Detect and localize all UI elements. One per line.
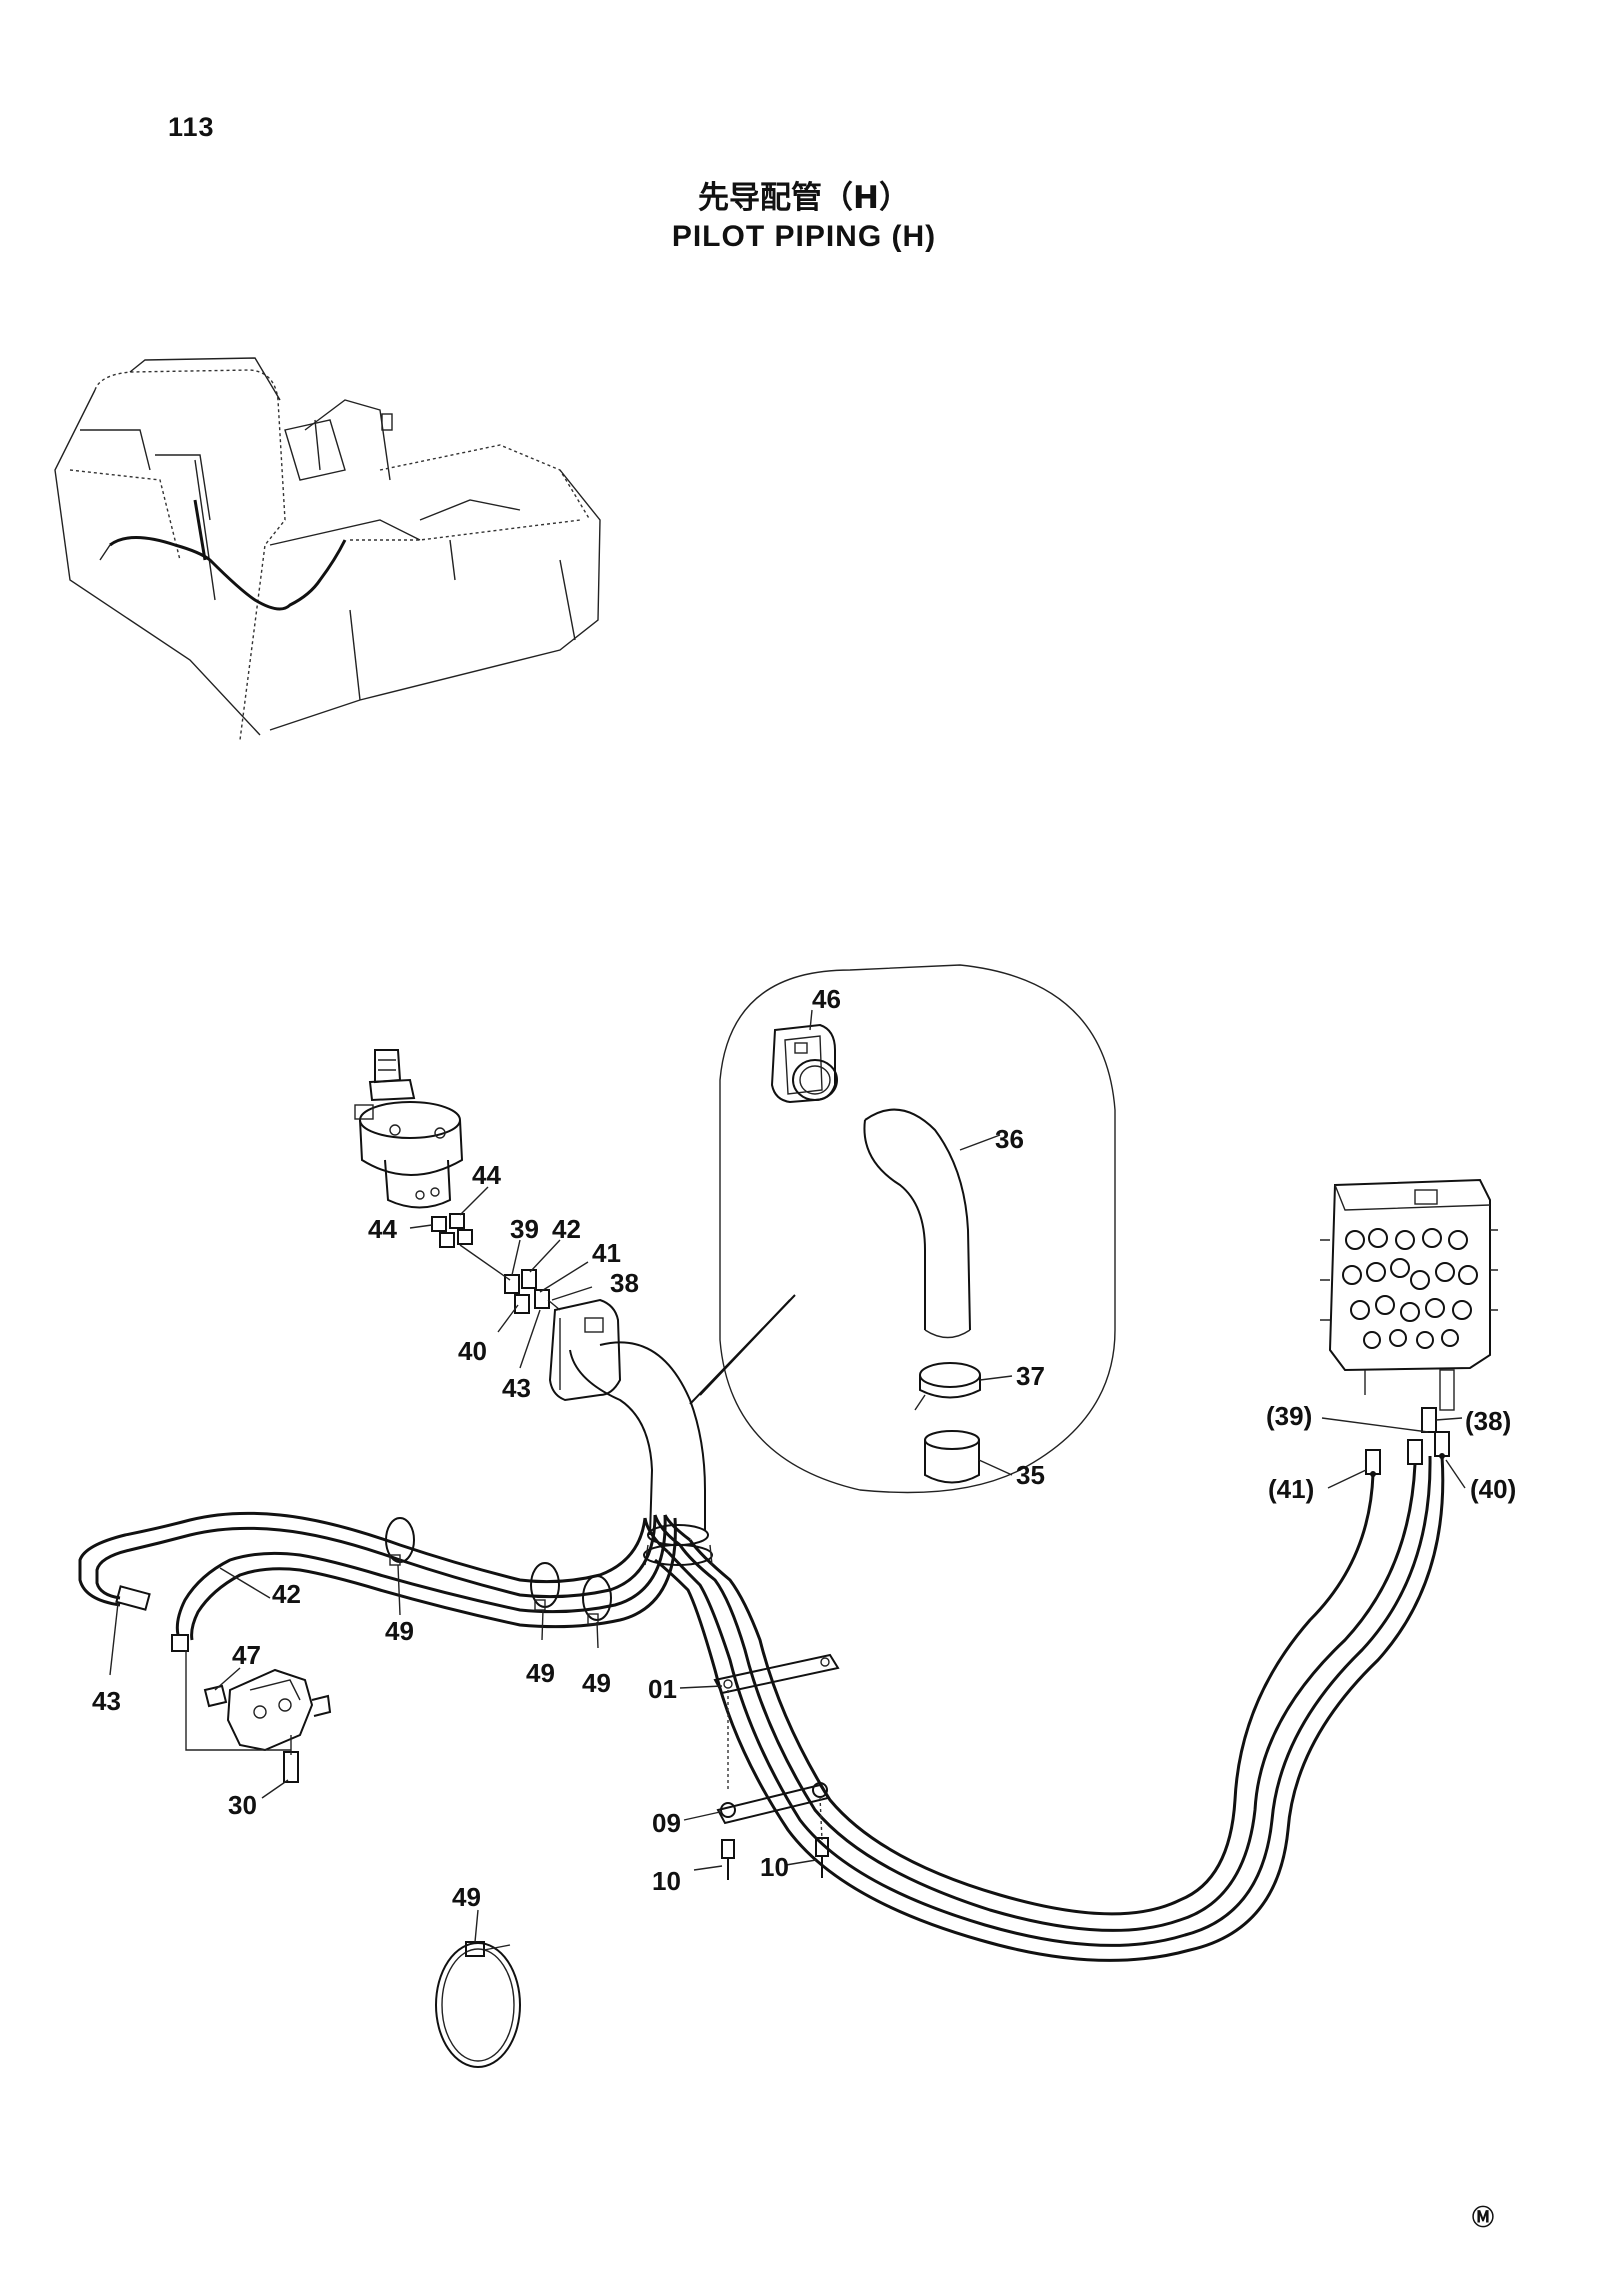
swing-motor bbox=[354, 1049, 561, 1314]
valve-ports bbox=[1342, 1228, 1478, 1349]
leader-lines bbox=[109, 1186, 1466, 1943]
callout-49-b: 49 bbox=[526, 1658, 555, 1688]
callout-46: 46 bbox=[812, 984, 841, 1014]
loose-clamp bbox=[435, 1941, 521, 2068]
callout-39-ref: (39) bbox=[1266, 1401, 1312, 1431]
callout-09: 09 bbox=[652, 1808, 681, 1838]
callout-43-left: 43 bbox=[92, 1686, 121, 1716]
callout-41-ref: (41) bbox=[1268, 1474, 1314, 1504]
callout-44-left: 44 bbox=[368, 1214, 397, 1244]
callout-49-a: 49 bbox=[385, 1616, 414, 1646]
elbow-tube-assembly bbox=[548, 1298, 713, 1566]
callout-01: 01 bbox=[648, 1674, 677, 1704]
callout-49-d: 49 bbox=[452, 1882, 481, 1912]
manufacturer-mark: Ⓜ bbox=[1472, 2205, 1495, 2230]
left-hoses bbox=[78, 1511, 677, 1652]
callout-38-ref: (38) bbox=[1465, 1406, 1511, 1436]
callout-43-top: 43 bbox=[502, 1373, 531, 1403]
page-number: 113 bbox=[168, 112, 215, 142]
callout-40: 40 bbox=[458, 1336, 487, 1366]
pilot-valve-block bbox=[1320, 1178, 1498, 1475]
title-japanese: 先导配管（H） bbox=[698, 180, 910, 216]
callout-42-top: 42 bbox=[552, 1214, 581, 1244]
callout-36: 36 bbox=[995, 1124, 1024, 1154]
bracket-assembly bbox=[713, 1653, 840, 1880]
callout-38: 38 bbox=[610, 1268, 639, 1298]
callout-10-right: 10 bbox=[760, 1852, 789, 1882]
callout-10-left: 10 bbox=[652, 1866, 681, 1896]
callout-42-left: 42 bbox=[272, 1579, 301, 1609]
callout-labels: 46 36 37 35 44 44 39 42 41 38 40 43 42 4… bbox=[92, 984, 1516, 1912]
title-english: PILOT PIPING (H) bbox=[671, 220, 937, 253]
callout-47: 47 bbox=[232, 1640, 261, 1670]
callout-30: 30 bbox=[228, 1790, 257, 1820]
callout-39: 39 bbox=[510, 1214, 539, 1244]
callout-35: 35 bbox=[1016, 1460, 1045, 1490]
callout-40-ref: (40) bbox=[1470, 1474, 1516, 1504]
small-valve bbox=[185, 1650, 332, 1783]
excavator-overview bbox=[54, 357, 601, 741]
callout-41: 41 bbox=[592, 1238, 621, 1268]
detail-bubble bbox=[689, 964, 1116, 1494]
callout-37: 37 bbox=[1016, 1361, 1045, 1391]
hose-bundle bbox=[643, 1453, 1445, 1962]
callout-44-top: 44 bbox=[472, 1160, 501, 1190]
callout-49-c: 49 bbox=[582, 1668, 611, 1698]
